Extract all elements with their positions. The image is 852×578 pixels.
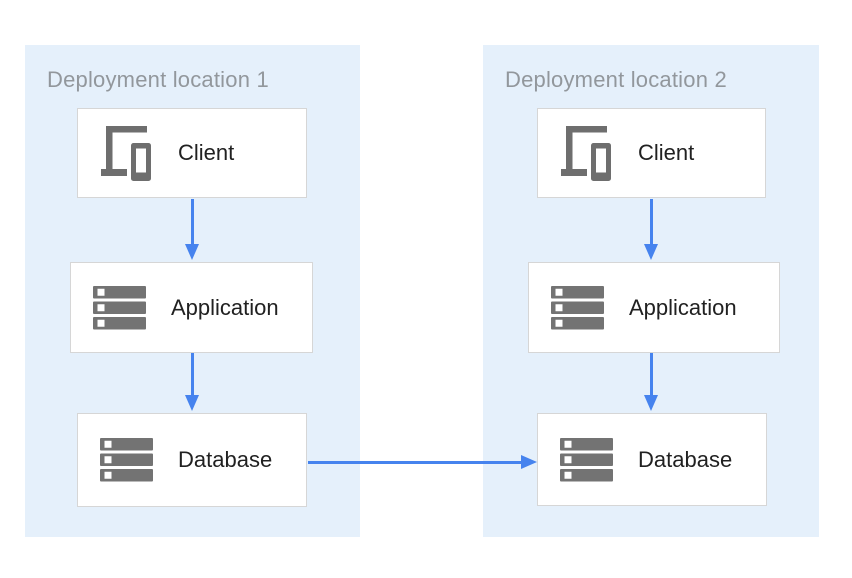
- panel-title: Deployment location 1: [47, 67, 269, 92]
- node-label: Client: [178, 140, 235, 165]
- database-node-location-2: Database: [537, 413, 767, 506]
- client-node-location-1: Client: [77, 108, 307, 198]
- client-node-location-2: Client: [537, 108, 766, 198]
- node-label: Client: [638, 140, 695, 165]
- server-stack-icon: [98, 438, 154, 482]
- devices-icon: [558, 125, 614, 181]
- server-stack-icon: [549, 285, 605, 330]
- database-node-location-1: Database: [77, 413, 307, 507]
- server-stack-icon: [91, 285, 147, 330]
- node-label: Database: [638, 446, 733, 472]
- devices-icon: [98, 125, 154, 181]
- application-node-location-1: Application: [70, 262, 313, 353]
- node-label: Application: [629, 294, 737, 320]
- panel-title: Deployment location 2: [505, 67, 727, 92]
- application-node-location-2: Application: [528, 262, 780, 353]
- node-label: Application: [171, 294, 279, 320]
- server-stack-icon: [558, 437, 614, 482]
- node-label: Database: [178, 447, 273, 472]
